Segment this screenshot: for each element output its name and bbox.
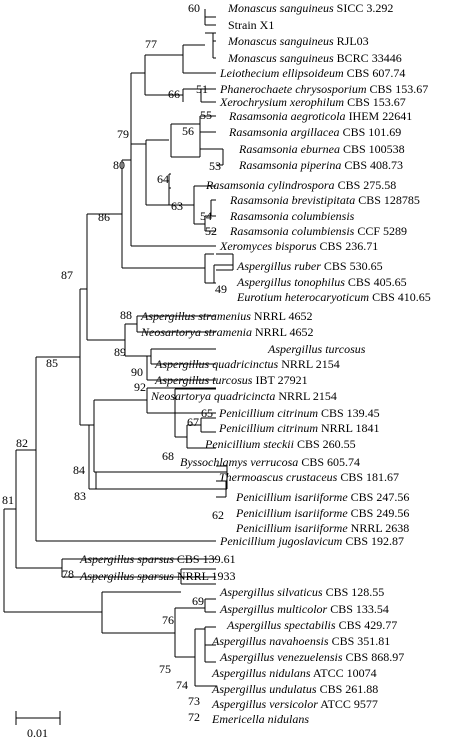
- bootstrap-value: 73: [188, 694, 200, 708]
- bootstrap-value: 60: [188, 1, 200, 15]
- bootstrap-value: 72: [188, 710, 200, 724]
- bootstrap-value: 65: [201, 406, 213, 420]
- taxon-label: Aspergillus tonophilus CBS 405.65: [237, 275, 407, 289]
- taxon-label: Emericella nidulans: [212, 712, 309, 726]
- bootstrap-value: 82: [16, 436, 28, 450]
- taxon-label: Penicillium isariiforme NRRL 2638: [236, 521, 410, 535]
- taxon-label: Rasamsonia columbiensis: [230, 209, 355, 223]
- taxon-label: Thermoascus crustaceus CBS 181.67: [219, 470, 400, 484]
- taxon-label: Monascus sanguineus BCRC 33446: [228, 51, 402, 65]
- bootstrap-value: 69: [192, 594, 204, 608]
- taxon-label: Penicillium citrinum NRRL 1841: [219, 421, 380, 435]
- taxon-label: Aspergillus sparsus CBS 139.61: [80, 552, 236, 566]
- taxon-label: Penicillium steckii CBS 260.55: [205, 437, 356, 451]
- taxon-label: Monascus sanguineus RJL03: [228, 34, 369, 48]
- bootstrap-value: 49: [215, 282, 227, 296]
- bootstrap-value: 51: [196, 82, 208, 96]
- bootstrap-value: 64: [157, 172, 169, 186]
- taxon-label: Aspergillus multicolor CBS 133.54: [220, 602, 389, 616]
- taxon-label: Rasamsonia cylindrospora CBS 275.58: [206, 178, 397, 192]
- bootstrap-value: 56: [182, 124, 194, 138]
- bootstrap-value: 55: [200, 108, 212, 122]
- taxon-label: Byssochlamys verrucosa CBS 605.74: [180, 455, 360, 469]
- taxon-label: Aspergillus turcosus IBT 27921: [155, 373, 308, 387]
- taxon-label: Aspergillus silvaticus CBS 128.55: [220, 585, 385, 599]
- taxon-label: Phanerochaete chrysosporium CBS 153.67: [220, 82, 429, 96]
- bootstrap-value: 80: [113, 158, 125, 172]
- taxon-label: Penicillium isariiforme CBS 247.56: [236, 490, 410, 504]
- taxon-label: Aspergillus versicolor ATCC 9577: [212, 697, 378, 711]
- taxon-label: Aspergillus turcosus: [268, 342, 366, 356]
- taxon-label: Rasamsonia piperina CBS 408.73: [239, 158, 404, 172]
- taxon-label: Aspergillus stramenius NRRL 4652: [141, 309, 313, 323]
- bootstrap-value: 81: [2, 493, 14, 507]
- bootstrap-value: 83: [74, 489, 86, 503]
- taxon-label: Penicillium citrinum CBS 139.45: [219, 406, 380, 420]
- taxon-label: Aspergillus ruber CBS 530.65: [237, 259, 383, 273]
- taxon-label: Aspergillus navahoensis CBS 351.81: [212, 634, 391, 648]
- bootstrap-value: 66: [168, 87, 180, 101]
- bootstrap-value: 89: [114, 345, 126, 359]
- taxon-label: Monascus sanguineus SICC 3.292: [228, 1, 394, 15]
- bootstrap-value: 76: [162, 613, 174, 627]
- taxon-label: Xerochrysium xerophilum CBS 153.67: [220, 95, 406, 109]
- bootstrap-value: 54: [200, 209, 212, 223]
- bootstrap-value: 79: [117, 127, 129, 141]
- taxon-label: Neosartorya stramenia NRRL 4652: [141, 325, 314, 339]
- bootstrap-value: 84: [73, 463, 85, 477]
- taxon-label: Rasamsonia columbiensis CCF 5289: [230, 224, 408, 238]
- taxon-label: Rasamsonia argillacea CBS 101.69: [229, 125, 402, 139]
- taxon-label: Aspergillus sparsus NRRL 1933: [80, 569, 236, 583]
- taxon-label: Aspergillus venezuelensis CBS 868.97: [220, 650, 405, 664]
- bootstrap-value: 67: [187, 415, 199, 429]
- bootstrap-value: 86: [98, 210, 110, 224]
- taxon-label: Neosartorya quadricincta NRRL 2154: [151, 389, 337, 403]
- taxon-label: Penicillium jugoslavicum CBS 192.87: [220, 534, 404, 548]
- bootstrap-value: 92: [134, 380, 146, 394]
- taxon-label: Aspergillus nidulans ATCC 10074: [212, 666, 377, 680]
- taxon-label: Aspergillus quadricinctus NRRL 2154: [155, 357, 340, 371]
- bootstrap-value: 75: [159, 662, 171, 676]
- taxon-label: Penicillium isariiforme CBS 249.56: [236, 506, 410, 520]
- bootstrap-value: 77: [145, 37, 157, 51]
- taxon-label: Rasamsonia eburnea CBS 100538: [239, 142, 405, 156]
- taxon-label: Aspergillus undulatus CBS 261.88: [212, 682, 379, 696]
- taxon-label: Rasamsonia aegroticola IHEM 22641: [229, 109, 413, 123]
- taxon-label: Aspergillus spectabilis CBS 429.77: [227, 618, 398, 632]
- bootstrap-value: 63: [171, 199, 183, 213]
- bootstrap-value: 87: [61, 268, 73, 282]
- bootstrap-value: 62: [212, 508, 224, 522]
- bootstrap-value: 53: [209, 159, 221, 173]
- bootstrap-value: 85: [46, 356, 58, 370]
- bootstrap-value: 74: [176, 678, 188, 692]
- bootstrap-value: 52: [205, 224, 217, 238]
- bootstrap-value: 90: [131, 365, 143, 379]
- bootstrap-value: 78: [62, 567, 74, 581]
- taxon-label: Eurotium heterocaryoticum CBS 410.65: [237, 290, 431, 304]
- bootstrap-value: 88: [120, 308, 132, 322]
- scale-bar-label: 0.01: [27, 726, 48, 740]
- taxon-label: Rasamsonia brevistipitata CBS 128785: [230, 193, 420, 207]
- taxon-label: Strain X1: [228, 18, 275, 32]
- taxon-label: Xeromyces bisporus CBS 236.71: [220, 239, 379, 253]
- taxon-label: Leiothecium ellipsoideum CBS 607.74: [220, 66, 406, 80]
- bootstrap-value: 68: [162, 449, 174, 463]
